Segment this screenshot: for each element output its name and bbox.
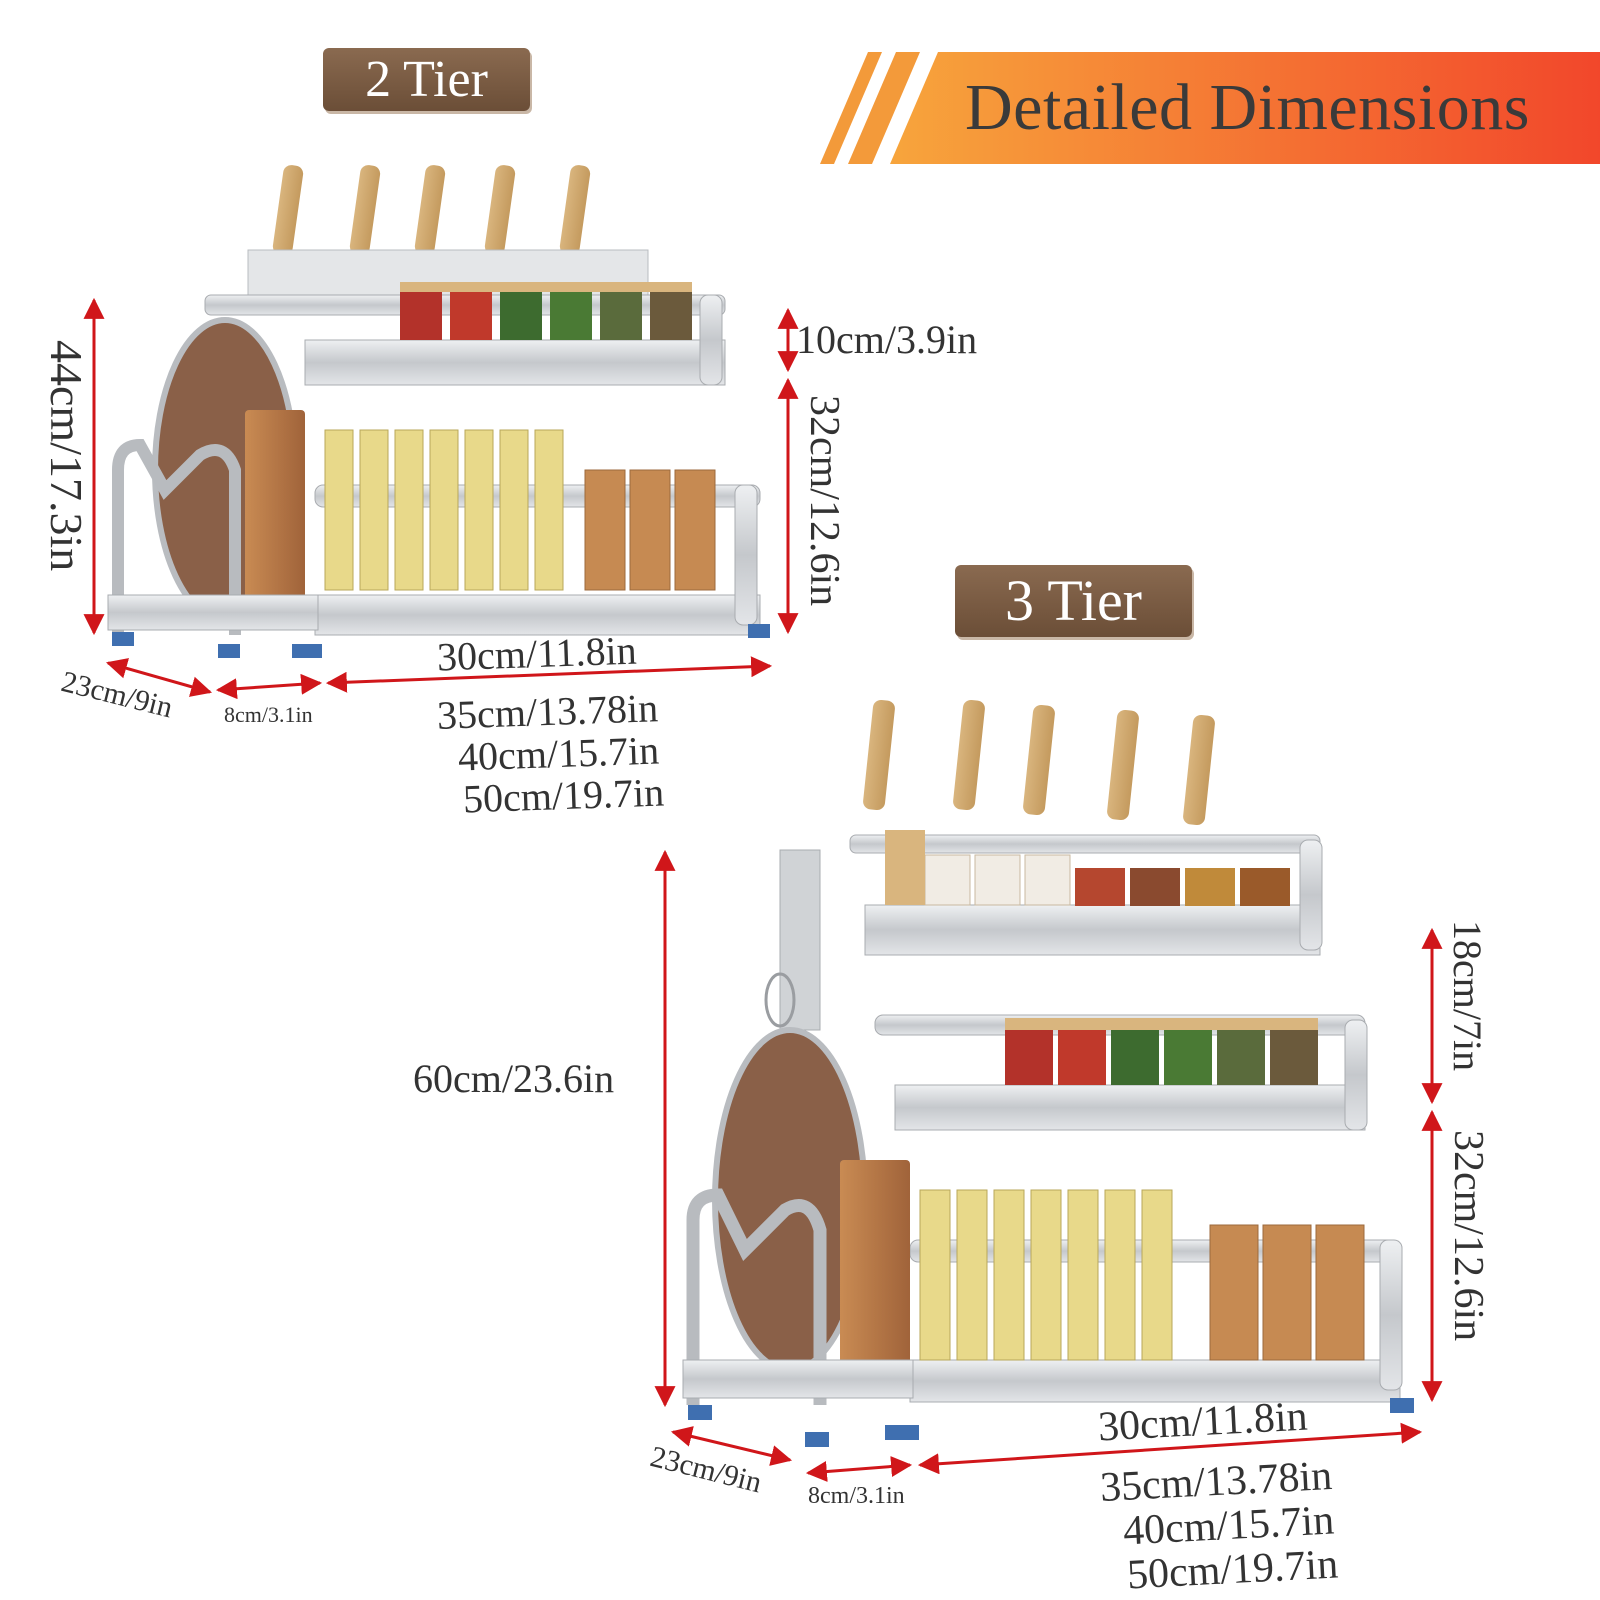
three-tier-board-width: 8cm/3.1in [808,1483,905,1509]
three-tier-top-height: 18cm/7in [1445,920,1490,1072]
page-title: Detailed Dimensions [965,71,1530,144]
banner-graphic [820,52,1600,164]
two-tier-board-width: 8cm/3.1in [224,702,313,727]
two-tier-badge: 2 Tier [323,48,530,111]
oil-bottles-icon [919,1189,1365,1361]
two-tier-lower-height: 32cm/12.6in [801,395,847,607]
two-tier-total-height: 44cm/17.3in [41,340,92,572]
knife-set-icon [863,699,1215,826]
two-tier-rack [107,165,770,658]
header-banner: Detailed Dimensions [820,52,1600,164]
two-tier-width-main: 30cm/11.8in [436,627,638,680]
three-tier-rack [682,699,1414,1447]
two-tier-dimension-arrows [83,297,799,700]
three-tier-badge: 3 Tier [955,565,1192,637]
spice-jars-icon [885,830,1290,906]
spice-jars-icon [400,282,692,340]
knife-set-icon [272,165,591,255]
two-tier-top-height: 10cm/3.9in [796,317,978,362]
three-tier-total-height: 60cm/23.6in [413,1056,615,1101]
three-tier-lower-height: 32cm/12.6in [1445,1130,1491,1342]
three-tier-dimension-arrows [654,849,1443,1482]
two-tier-width-50: 50cm/19.7in [462,769,665,822]
spice-jars-icon [1005,1018,1318,1085]
oil-bottles-icon [324,429,716,591]
